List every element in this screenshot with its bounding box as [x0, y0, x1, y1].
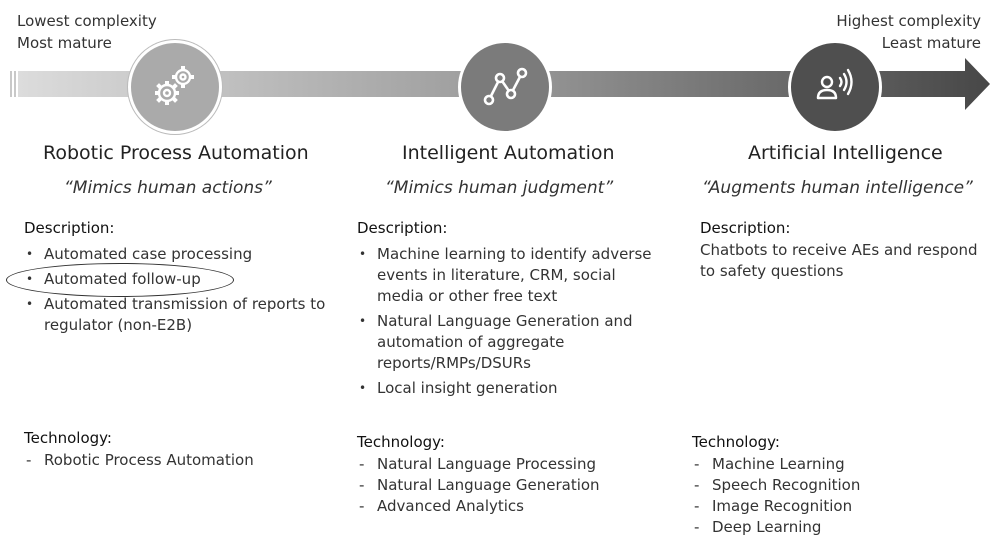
- technology-section: Technology: -Machine Learning -Speech Re…: [692, 432, 860, 538]
- list-item: •Local insight generation: [359, 379, 558, 397]
- speaking-person-icon: [816, 68, 853, 100]
- list-item: -Robotic Process Automation: [26, 451, 254, 469]
- technology-section: Technology: -Natural Language Processing…: [357, 432, 600, 517]
- least-mature-label: Least mature: [881, 34, 981, 52]
- column-title: Robotic Process Automation: [43, 142, 309, 164]
- technology-list: -Machine Learning -Speech Recognition -I…: [692, 454, 860, 538]
- list-item: -Natural Language Generation: [359, 476, 600, 494]
- technology-heading: Technology:: [24, 429, 112, 447]
- column-title: Intelligent Automation: [402, 142, 615, 164]
- list-item: -Machine Learning: [694, 455, 845, 473]
- list-item: •Natural Language Generation and automat…: [359, 312, 633, 372]
- list-item: -Natural Language Processing: [359, 455, 596, 473]
- technology-list: -Robotic Process Automation: [24, 450, 254, 471]
- technology-heading: Technology:: [692, 433, 780, 451]
- ai-circle: [788, 40, 882, 134]
- description-text: Chatbots to receive AEs and respond to s…: [700, 241, 978, 280]
- right-scale-label: Highest complexity Least mature: [836, 10, 981, 54]
- list-item: -Speech Recognition: [694, 476, 861, 494]
- description-heading: Description:: [24, 219, 115, 237]
- list-item: •Machine learning to identify adverse ev…: [359, 245, 652, 305]
- description-list: •Machine learning to identify adverse ev…: [357, 244, 657, 399]
- column-quote: “Mimics human actions”: [64, 178, 272, 198]
- list-item: -Image Recognition: [694, 497, 853, 515]
- technology-heading: Technology:: [357, 433, 445, 451]
- gears-icon: [155, 66, 194, 105]
- description-heading: Description:: [700, 219, 791, 237]
- description-section: Description: •Machine learning to identi…: [357, 218, 657, 403]
- highlight-ellipse: [6, 263, 234, 297]
- list-item: -Deep Learning: [694, 518, 822, 536]
- list-item: •Automated case processing: [26, 245, 253, 263]
- lowest-complexity-label: Lowest complexity: [17, 12, 157, 30]
- column-title: Artificial Intelligence: [748, 142, 943, 164]
- description-heading: Description:: [357, 219, 448, 237]
- rpa-circle: [128, 40, 222, 134]
- list-item: •Automated transmission of reports to re…: [26, 295, 326, 334]
- column-quote: “Mimics human judgment”: [385, 178, 614, 198]
- technology-section: Technology: -Robotic Process Automation: [24, 428, 254, 471]
- ia-circle: [458, 40, 552, 134]
- most-mature-label: Most mature: [17, 34, 112, 52]
- column-quote: “Augments human intelligence”: [702, 178, 973, 198]
- technology-list: -Natural Language Processing -Natural La…: [357, 454, 600, 517]
- description-section: Description: Chatbots to receive AEs and…: [700, 218, 988, 282]
- left-scale-label: Lowest complexity Most mature: [17, 10, 157, 54]
- highest-complexity-label: Highest complexity: [836, 12, 981, 30]
- list-item: -Advanced Analytics: [359, 497, 524, 515]
- network-nodes-icon: [483, 67, 528, 106]
